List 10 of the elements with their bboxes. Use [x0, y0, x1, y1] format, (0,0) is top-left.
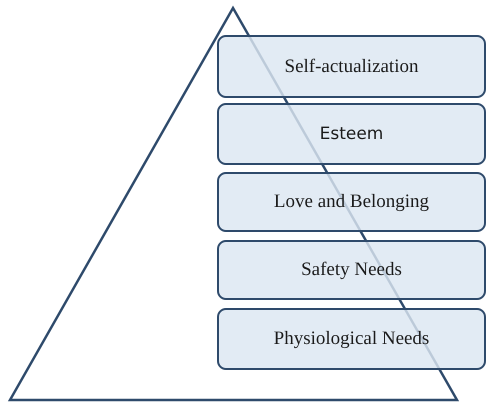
level-label: Love and Belonging [274, 191, 430, 213]
level-label: Safety Needs [301, 259, 402, 281]
level-box [217, 240, 486, 300]
level-label: Physiological Needs [274, 328, 430, 350]
level-box [217, 308, 486, 370]
level-label: Self-actualization [284, 56, 418, 78]
level-box [217, 35, 486, 98]
level-label: Esteem [320, 124, 384, 144]
level-box [217, 103, 486, 165]
level-box [217, 172, 486, 232]
